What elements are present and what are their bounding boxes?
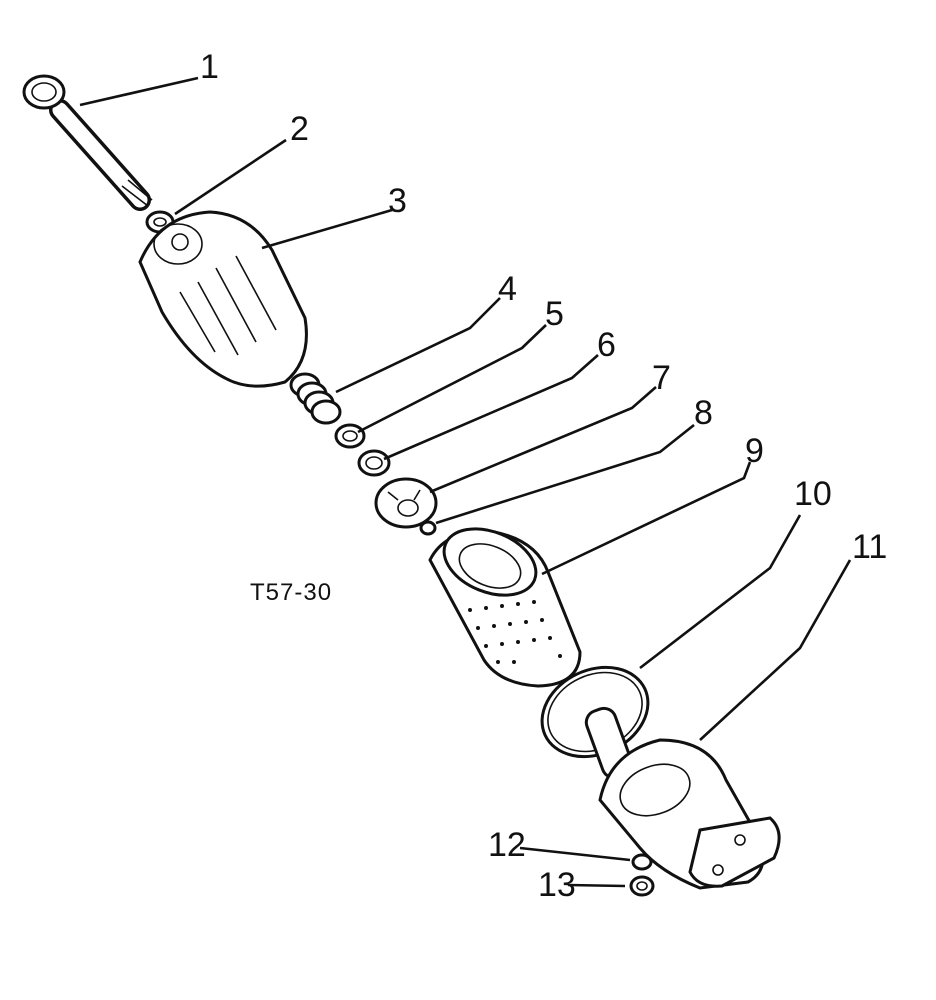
callout-1: 1 — [200, 48, 219, 86]
part-8-o-ring — [419, 520, 437, 536]
leader-7 — [429, 386, 657, 494]
callout-7: 7 — [652, 359, 671, 397]
leader-6 — [383, 354, 599, 461]
part-9-filter-element — [428, 527, 582, 688]
leader-11 — [699, 559, 852, 741]
callout-5: 5 — [545, 295, 564, 333]
leader-3 — [261, 208, 393, 250]
leader-12 — [519, 846, 631, 862]
part-7-plate — [374, 477, 438, 529]
callout-6: 6 — [597, 326, 616, 364]
part-3-filter-bowl — [138, 210, 308, 388]
leader-13 — [567, 883, 626, 888]
callout-4: 4 — [498, 270, 517, 308]
callout-2: 2 — [290, 110, 309, 148]
callout-3: 3 — [388, 182, 407, 220]
leader-lines — [79, 76, 852, 888]
part-13-plug — [629, 875, 655, 897]
leader-8 — [435, 423, 695, 525]
callout-labels: 1 2 3 4 5 6 7 8 9 10 11 12 13 — [200, 48, 887, 904]
callout-9: 9 — [745, 432, 764, 470]
callout-10: 10 — [794, 475, 832, 513]
part-4-spring — [289, 372, 342, 425]
callout-13: 13 — [538, 866, 576, 904]
leader-2 — [174, 138, 287, 216]
callout-11: 11 — [852, 528, 887, 566]
figure-code: T57-30 — [250, 579, 332, 606]
leader-10 — [639, 514, 802, 670]
part-6-seal — [357, 449, 391, 477]
leader-9 — [541, 461, 752, 576]
callout-12: 12 — [488, 826, 526, 864]
leader-1 — [79, 76, 199, 107]
callout-8: 8 — [694, 394, 713, 432]
part-5-ring — [334, 423, 366, 449]
part-1-bolt — [22, 74, 153, 211]
part-11-filter-head — [584, 706, 781, 890]
leader-5 — [357, 324, 547, 434]
leader-4 — [335, 297, 501, 394]
part-12-washer — [631, 853, 653, 871]
